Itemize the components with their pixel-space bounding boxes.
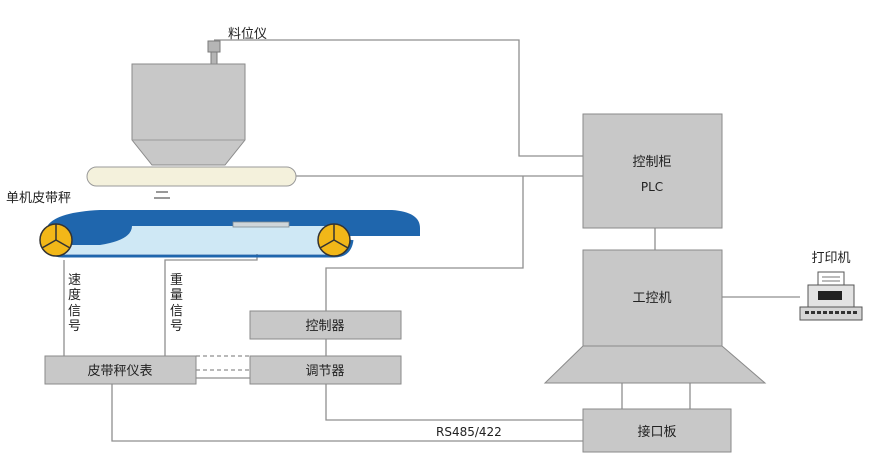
svg-text:号: 号 [68, 319, 81, 334]
line-regulator-to-interface [325, 384, 583, 421]
hopper [131, 40, 246, 166]
feeder-belt [86, 166, 297, 187]
connection-lines [63, 39, 800, 442]
svg-text:度: 度 [68, 287, 81, 303]
controller-box [249, 310, 402, 340]
belt-scale-instrument-box [44, 355, 197, 385]
line-controller-to-cabinet [325, 176, 524, 311]
svg-text:信: 信 [170, 304, 183, 319]
pulley-right-icon [317, 223, 351, 257]
label-interface-board: 接口板 [637, 424, 676, 440]
label-plc: PLC [641, 180, 663, 194]
industrial-pc-box [582, 249, 723, 347]
svg-text:速: 速 [68, 273, 81, 288]
line-level-meter-to-cabinet [214, 39, 583, 157]
label-printer: 打印机 [811, 251, 850, 266]
printer-icon [799, 271, 863, 321]
svg-text:量: 量 [170, 288, 183, 303]
industrial-pc-base [543, 345, 767, 384]
svg-text:信: 信 [68, 304, 81, 319]
level-meter-sensor [207, 40, 221, 53]
belt-conveyor [44, 210, 420, 258]
label-single-belt-scale: 单机皮带秤 [6, 191, 71, 206]
label-industrial-pc: 工控机 [632, 291, 671, 306]
hopper-body [131, 63, 246, 166]
boxes [44, 113, 767, 453]
label-level-meter: 料位仪 [228, 27, 267, 42]
label-control-cabinet: 控制柜 [632, 155, 671, 170]
line-rs485 [111, 384, 583, 442]
label-weight-signal: 重 量 信 号 [170, 272, 183, 334]
belt-upper [48, 210, 420, 245]
svg-text:重: 重 [170, 272, 183, 288]
label-controller: 控制器 [305, 319, 344, 334]
pulley-left-icon [39, 223, 73, 257]
svg-text:号: 号 [170, 319, 183, 334]
label-belt-scale-instrument: 皮带秤仪表 [87, 364, 152, 379]
material-flow-icon [154, 191, 170, 199]
weighing-platform [232, 221, 290, 228]
interface-board-box [582, 408, 732, 453]
label-regulator: 调节器 [305, 364, 344, 379]
regulator-box [249, 355, 402, 385]
control-cabinet-box [582, 113, 723, 229]
level-meter-stem [210, 51, 218, 65]
label-speed-signal: 速 度 信 号 [68, 273, 81, 334]
label-rs485: RS485/422 [436, 425, 502, 439]
